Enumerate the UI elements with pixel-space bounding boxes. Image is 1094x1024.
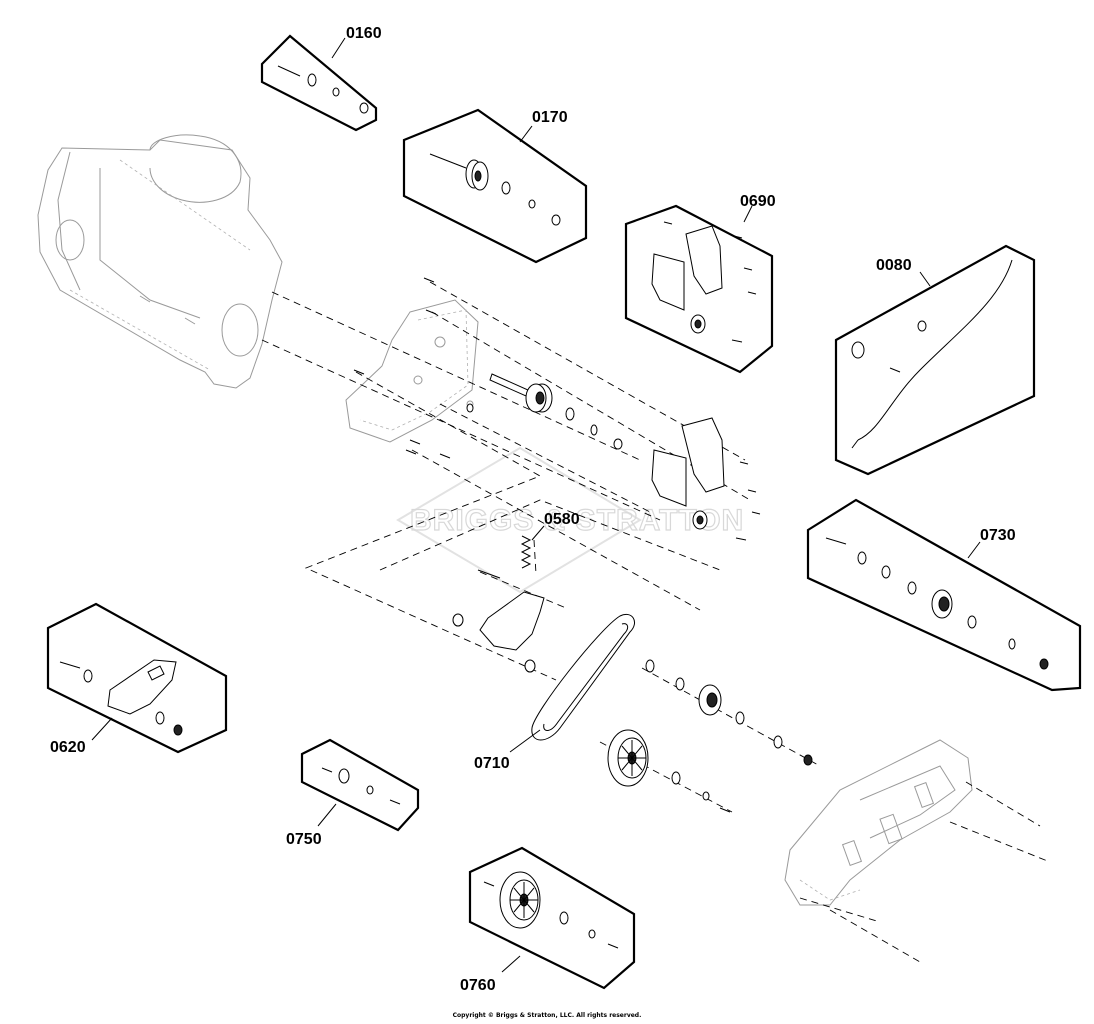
callout-group-0710: 0710 (474, 729, 541, 772)
callout-box-0730: 0730 (806, 498, 1082, 692)
callout-0170: 0170 (532, 109, 568, 126)
callout-box-0690: 0690 (624, 193, 776, 374)
exploded-leader-lines (261, 281, 1051, 963)
callout-0690: 0690 (740, 193, 776, 210)
callout-0730: 0730 (980, 527, 1016, 544)
idler-arm-center (452, 569, 545, 673)
callout-box-0160: 0160 (260, 25, 382, 132)
callout-group-0580: 0580 (531, 511, 580, 541)
auger-housing-ghost (37, 134, 283, 389)
callout-box-0620: 0620 (46, 602, 228, 756)
watermark-text: BRIGGS & STRATTON (410, 504, 744, 537)
lower-housing-ghost (784, 739, 973, 906)
callout-0620: 0620 (50, 739, 86, 756)
center-drive-wheel (607, 659, 813, 813)
callout-0580: 0580 (544, 511, 580, 528)
frame-hardware (353, 277, 474, 459)
center-bracket-assembly (651, 417, 761, 541)
callout-box-0080: 0080 (834, 244, 1036, 476)
callout-box-0760: 0760 (460, 846, 636, 994)
callout-0080: 0080 (876, 257, 912, 274)
callout-0750: 0750 (286, 831, 322, 848)
callout-box-0750: 0750 (286, 738, 420, 848)
copyright-notice: Copyright © Briggs & Stratton, LLC. All … (452, 1012, 642, 1019)
center-pulley-assembly (489, 373, 623, 450)
spring-0580 (520, 535, 532, 569)
watermark: BRIGGS & STRATTON (396, 446, 744, 594)
callout-box-0170: 0170 (402, 108, 588, 264)
callout-0710: 0710 (474, 755, 510, 772)
callout-0760: 0760 (460, 977, 496, 994)
frame-plate-ghost (345, 299, 479, 443)
callout-0160: 0160 (346, 25, 382, 42)
drive-belt-0710 (531, 614, 635, 741)
